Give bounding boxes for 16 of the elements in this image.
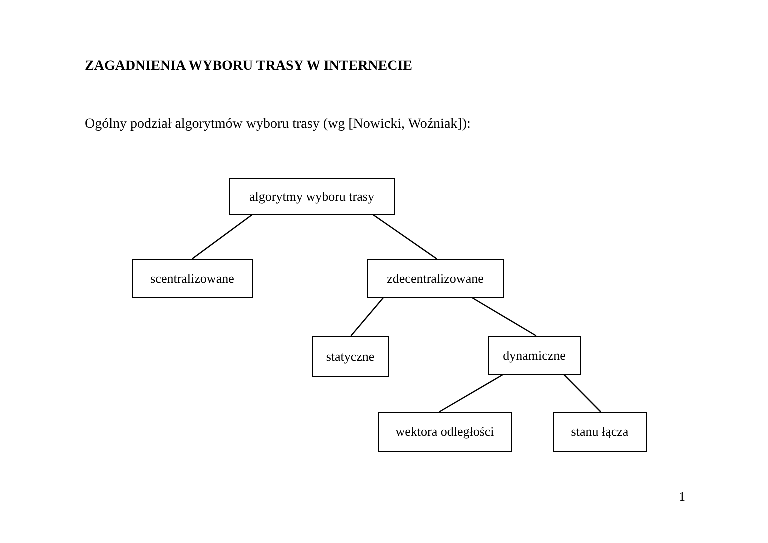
- connector-line: [564, 374, 602, 412]
- connector-line: [350, 298, 384, 336]
- tree-node-box: statyczne: [312, 336, 389, 377]
- heading: ZAGADNIENIA WYBORU TRASY W INTERNECIE: [85, 58, 413, 76]
- subtitle: Ogólny podział algorytmów wyboru trasy (wg [Nowicki, Woźniak]):: [85, 116, 471, 134]
- page-number: 1: [679, 488, 686, 506]
- tree-node-box: dynamiczne: [488, 336, 581, 375]
- tree-node-box: algorytmy wyboru trasy: [229, 178, 395, 215]
- tree-node-box: stanu łącza: [553, 412, 647, 452]
- connector-line: [439, 374, 504, 413]
- connector-line: [373, 214, 438, 260]
- tree-node-box: scentralizowane: [132, 259, 253, 298]
- connector-line: [192, 214, 253, 260]
- tree-node-box: wektora odległości: [378, 412, 512, 452]
- tree-node-box: zdecentralizowane: [367, 259, 504, 298]
- connector-line: [472, 297, 537, 337]
